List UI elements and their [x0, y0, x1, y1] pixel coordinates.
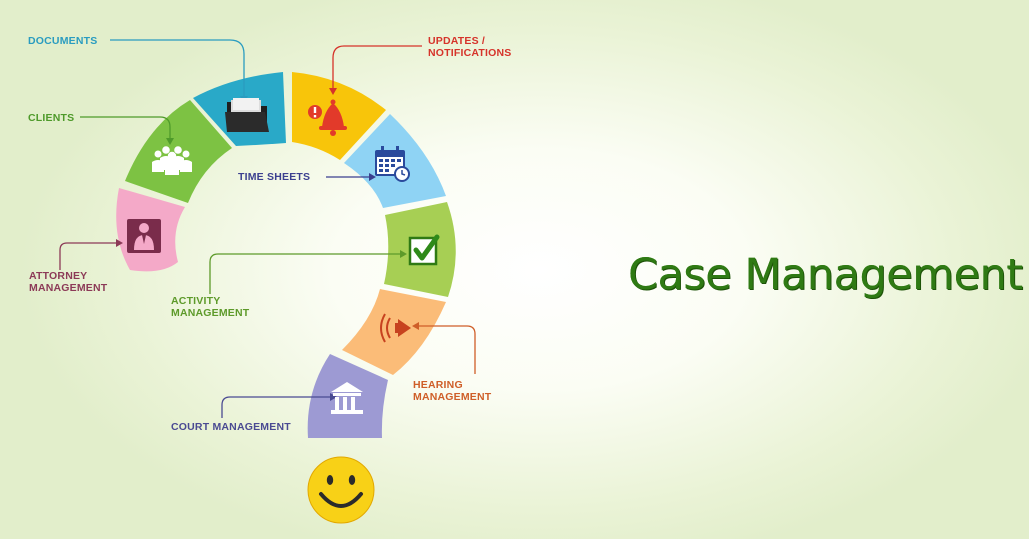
checkbox-check-icon: [408, 234, 440, 266]
label-line: NOTIFICATIONS: [428, 47, 512, 59]
label-attorney-management: ATTORNEY MANAGEMENT: [29, 270, 107, 294]
people-group-icon: [152, 146, 192, 175]
label-line: ACTIVITY: [171, 295, 221, 307]
arrowhead-activity: [400, 250, 407, 258]
arrowhead-court: [330, 393, 337, 401]
label-line: UPDATES /: [428, 35, 486, 47]
label-line: CLIENTS: [28, 112, 75, 124]
label-line: MANAGEMENT: [29, 282, 108, 294]
connector-hearing: [417, 325, 476, 374]
page-title: Case Management: [628, 250, 1023, 300]
label-hearing-management: HEARING MANAGEMENT: [413, 379, 491, 403]
connector-updates: [332, 45, 422, 90]
label-clients: CLIENTS: [28, 112, 74, 124]
arrowhead-hearing: [412, 322, 419, 330]
smiley-face-icon: [307, 456, 375, 524]
label-court-management: COURT MANAGEMENT: [171, 421, 291, 433]
folder-documents-icon: [225, 98, 269, 132]
label-line: COURT MANAGEMENT: [171, 421, 291, 433]
arrowhead-attorney: [116, 239, 123, 247]
connector-activity: [209, 253, 402, 294]
calendar-clock-icon: [375, 146, 410, 182]
arrowhead-updates: [329, 88, 337, 95]
segment-hearing-management: [342, 289, 446, 375]
label-line: MANAGEMENT: [171, 307, 250, 319]
bell-alert-icon: [308, 99, 347, 136]
label-time-sheets: TIME SHEETS: [238, 171, 310, 183]
label-line: TIME SHEETS: [238, 171, 311, 183]
connector-court: [221, 396, 332, 418]
label-activity-management: ACTIVITY MANAGEMENT: [171, 295, 249, 319]
connector-attorney: [59, 242, 118, 270]
label-line: DOCUMENTS: [28, 35, 98, 47]
label-documents: DOCUMENTS: [28, 35, 97, 47]
arrowhead-clients: [166, 138, 174, 145]
label-updates-notifications: UPDATES / NOTIFICATIONS: [428, 35, 511, 59]
label-line: ATTORNEY: [29, 270, 88, 282]
label-line: HEARING: [413, 379, 463, 391]
attorney-person-icon: [127, 219, 161, 253]
connector-documents: [110, 39, 245, 98]
speaker-hearing-icon: [380, 313, 411, 343]
connector-clients: [80, 116, 171, 140]
courthouse-icon: [331, 382, 363, 414]
arrowhead-time-sheets: [369, 173, 376, 181]
label-line: MANAGEMENT: [413, 391, 492, 403]
